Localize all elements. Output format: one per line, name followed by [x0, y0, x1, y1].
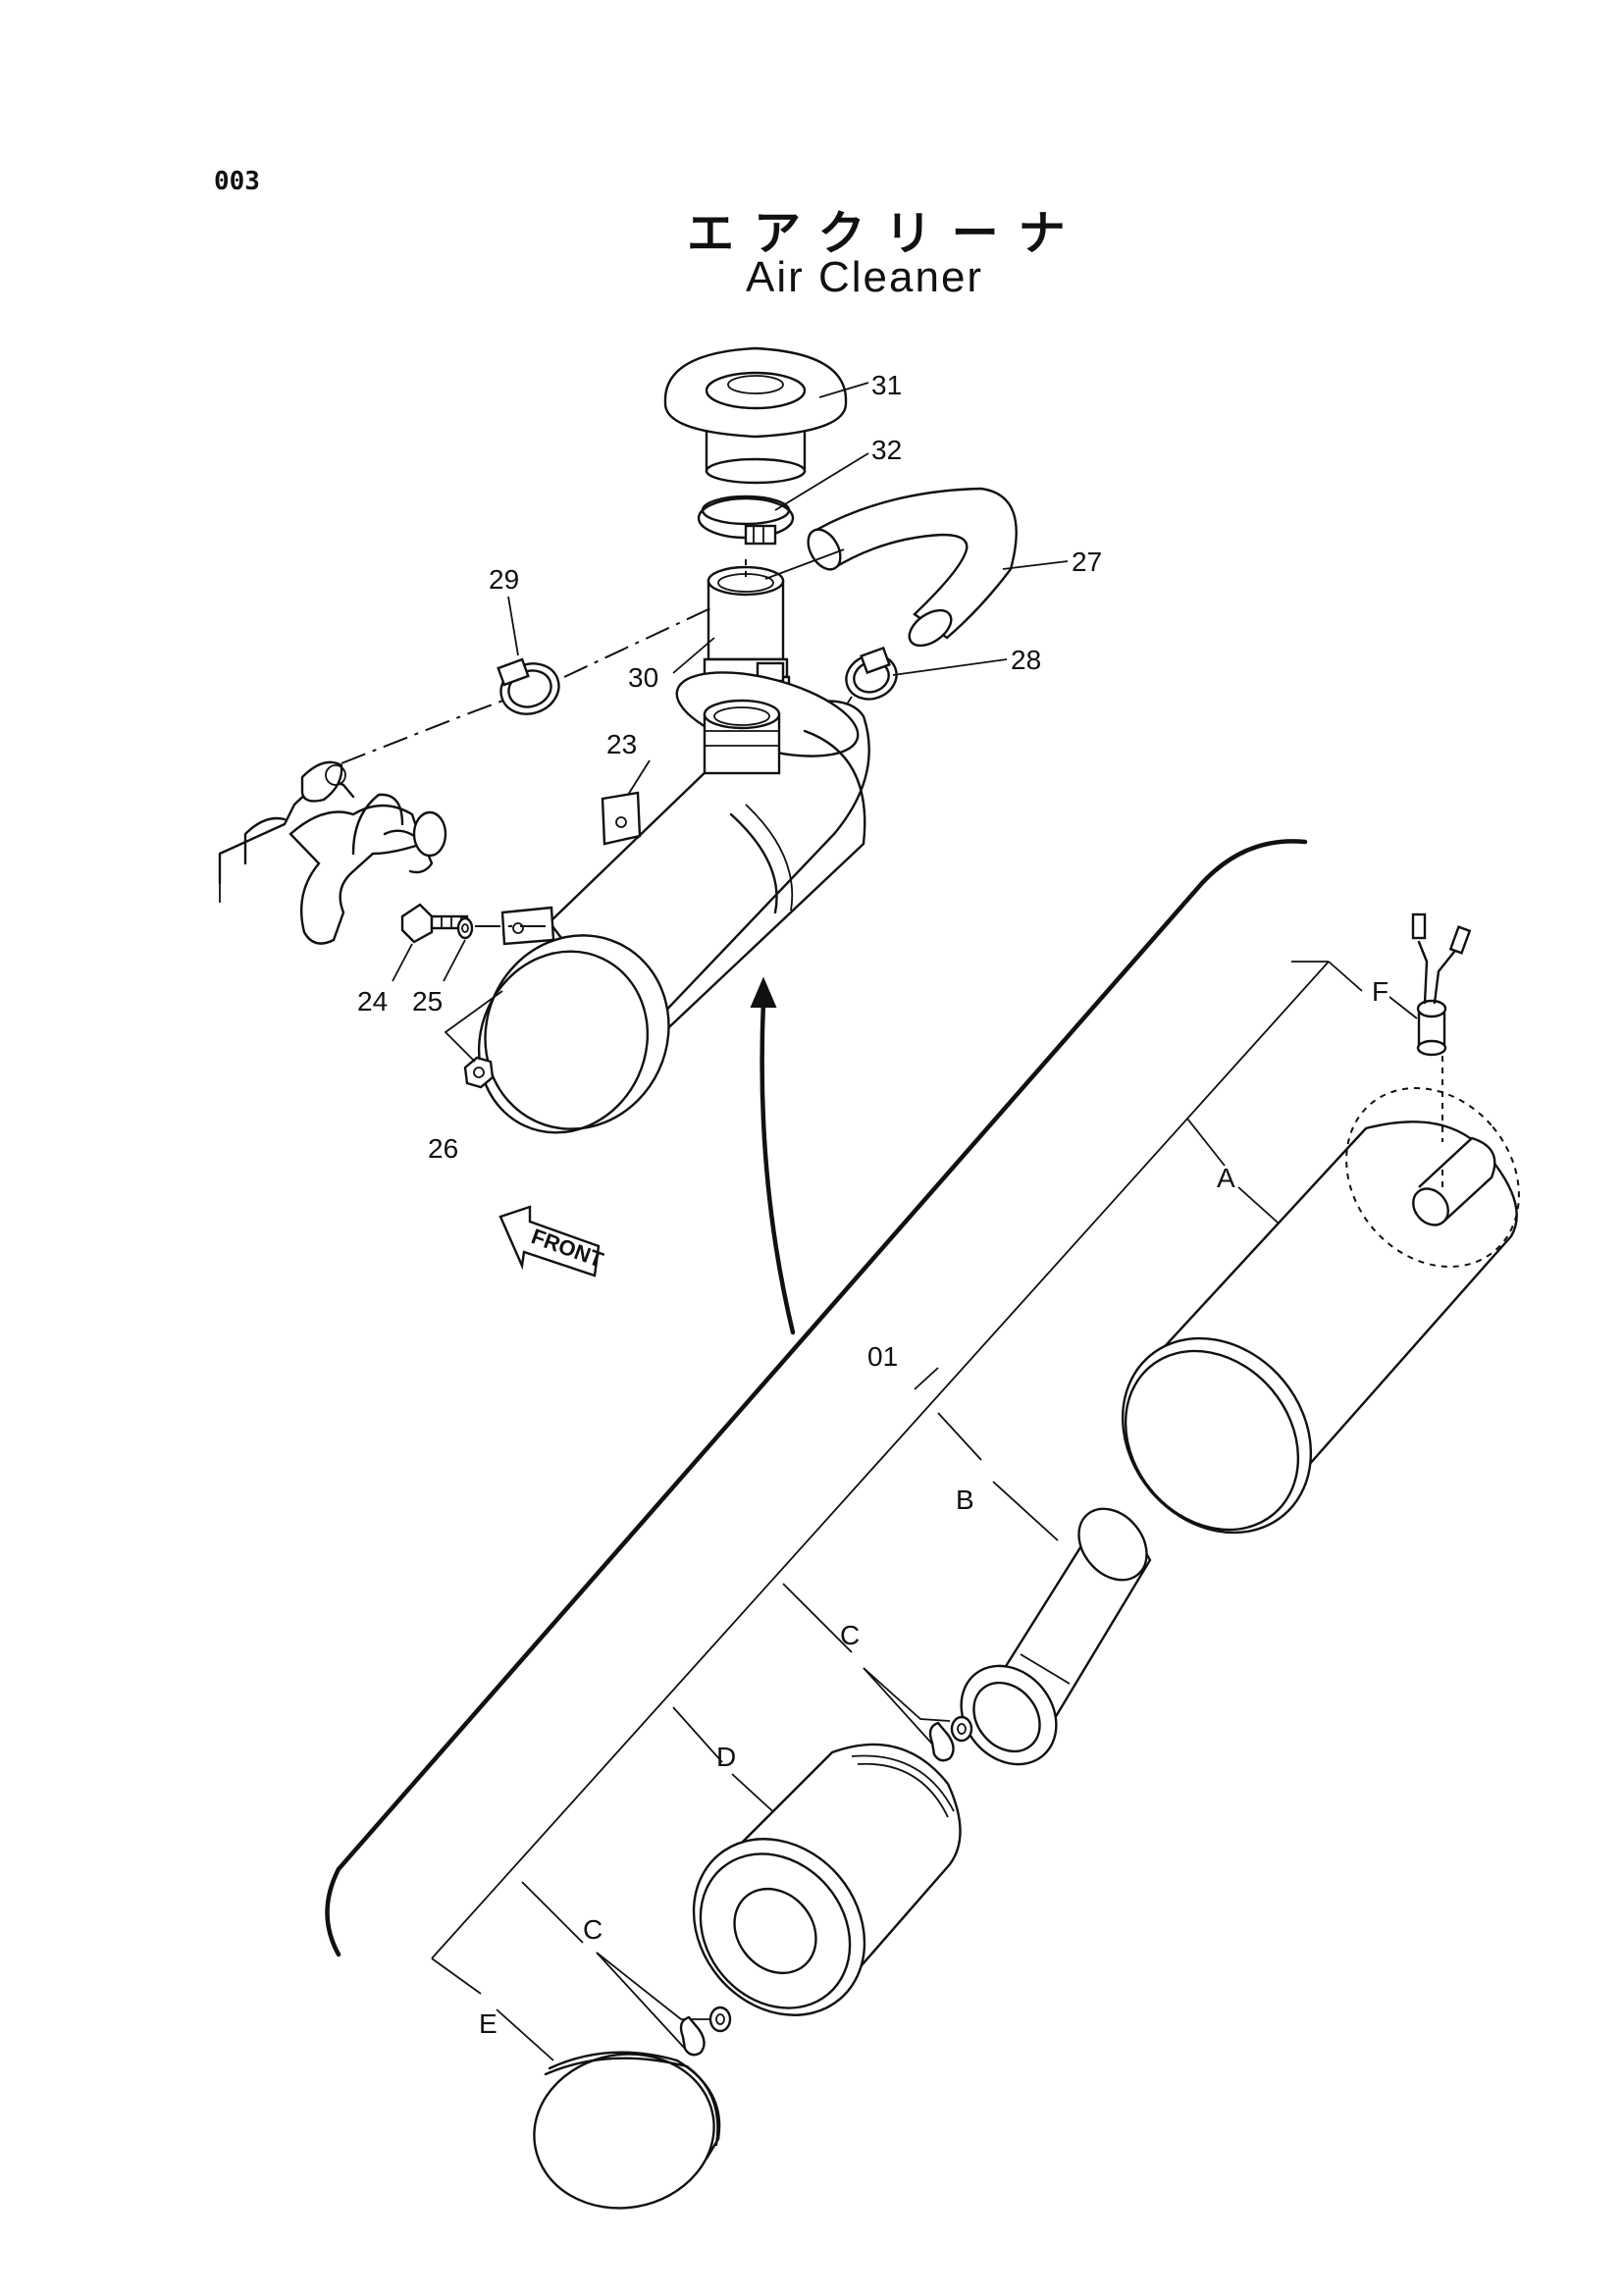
leader-27: [1002, 560, 1069, 570]
engine-intake-pipe: [218, 760, 447, 945]
front-direction-marker: FRONT: [498, 1205, 607, 1277]
callout-01: 01: [867, 1341, 898, 1372]
title-japanese: エアクリーナ: [687, 206, 1085, 261]
part-29-band-clamp[interactable]: [494, 655, 565, 722]
subpart-c-wing-nut-lower[interactable]: [679, 2006, 732, 2057]
callout-29: 29: [489, 564, 519, 595]
part-25-washer[interactable]: [456, 916, 474, 940]
leader-28: [892, 658, 1008, 676]
leader-29: [507, 596, 519, 656]
page-number: 003: [214, 167, 260, 196]
leader-23: [627, 759, 651, 796]
callout-24: 24: [357, 986, 388, 1017]
subpart-f-restriction-switch[interactable]: [1411, 912, 1472, 1142]
leader-25: [443, 939, 466, 982]
leader-f: [1388, 996, 1418, 1019]
subpart-e-end-cover[interactable]: [522, 2040, 726, 2222]
callout-sub-d: D: [716, 1742, 736, 1772]
sub-item-connector-lines: [431, 961, 1363, 2061]
leader-24: [392, 943, 413, 982]
sub-assembly-bracket: [325, 839, 1308, 1957]
callout-sub-f: F: [1372, 976, 1388, 1007]
part-31-rain-cap[interactable]: [663, 346, 848, 485]
leader-31: [818, 382, 869, 398]
leader-30: [672, 637, 715, 674]
callout-sub-c-upper: C: [840, 1620, 860, 1650]
part-32-band-clamp[interactable]: [697, 495, 795, 546]
subpart-a-outer-element[interactable]: [1083, 1054, 1554, 1571]
callout-30: 30: [628, 662, 658, 693]
callout-sub-b: B: [956, 1485, 974, 1515]
subpart-d-primary-element[interactable]: [658, 1743, 962, 2050]
callout-26: 26: [428, 1133, 458, 1164]
part-26-nut[interactable]: [463, 1056, 495, 1089]
leader-26: [444, 990, 503, 1063]
callout-sub-c-lower: C: [583, 1914, 602, 1945]
callout-sub-e: E: [479, 2008, 498, 2039]
title-english: Air Cleaner: [746, 253, 984, 301]
part-27-air-hose[interactable]: [802, 487, 1018, 652]
part-28-band-clamp[interactable]: [840, 646, 903, 705]
callout-31: 31: [871, 370, 902, 400]
callout-23: 23: [606, 729, 637, 759]
subpart-c-wing-nut-upper[interactable]: [928, 1715, 973, 1762]
part-24-bolt[interactable]: [400, 903, 469, 944]
callout-25: 25: [412, 986, 443, 1017]
callout-28: 28: [1011, 645, 1041, 675]
subpart-b-inner-element[interactable]: [942, 1495, 1161, 1784]
callout-sub-a: A: [1217, 1163, 1235, 1193]
callout-32: 32: [871, 435, 902, 465]
leader-32: [774, 452, 869, 511]
callout-27: 27: [1072, 547, 1102, 577]
part-23-air-cleaner-body[interactable]: [449, 656, 870, 1161]
